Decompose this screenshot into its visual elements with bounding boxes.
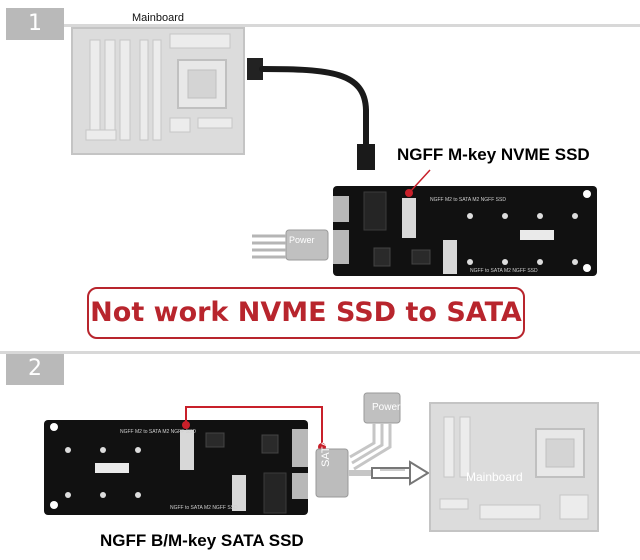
mainboard-2	[429, 402, 599, 532]
section-divider	[64, 24, 640, 27]
step-2-panel: 2	[0, 345, 640, 560]
step-number-badge: 2	[6, 353, 64, 385]
section-divider	[0, 351, 640, 354]
power-label: Power	[372, 402, 401, 413]
adapter-board-2	[44, 420, 308, 515]
adapter-silkscreen-bottom: NGFF to SATA M2 NGFF SSD	[470, 268, 538, 274]
step-1-illustration	[71, 27, 597, 276]
adapter-silkscreen-bottom: NGFF to SATA M2 NGFF SSD	[170, 505, 238, 511]
arrow-to-mainboard	[371, 460, 430, 486]
mainboard-1	[71, 27, 245, 155]
step-number-badge: 1	[6, 8, 64, 40]
sata-cable-1	[247, 58, 375, 170]
adapter-board-1	[333, 169, 597, 276]
adapter-silkscreen-top: NGFF M2 to SATA M2 NGFF SSD	[120, 429, 196, 435]
nvme-ssd-label: NGFF M-key NVME SSD	[397, 145, 590, 164]
power-connector-1	[252, 229, 329, 261]
mainboard-label: Mainboard	[132, 12, 184, 24]
sata-label: SATA	[320, 439, 332, 467]
warning-banner: Not work NVME SSD to SATA	[87, 287, 525, 339]
step-2-illustration	[44, 392, 599, 532]
adapter-silkscreen-top: NGFF M2 to SATA M2 NGFF SSD	[430, 197, 506, 203]
connection-path	[185, 406, 323, 445]
mainboard-label: Mainboard	[466, 470, 523, 484]
power-connector-2	[349, 392, 401, 471]
step-1-panel: 1	[6, 8, 640, 339]
power-label: Power	[289, 235, 315, 245]
sata-ssd-label: NGFF B/M-key SATA SSD	[100, 531, 304, 550]
